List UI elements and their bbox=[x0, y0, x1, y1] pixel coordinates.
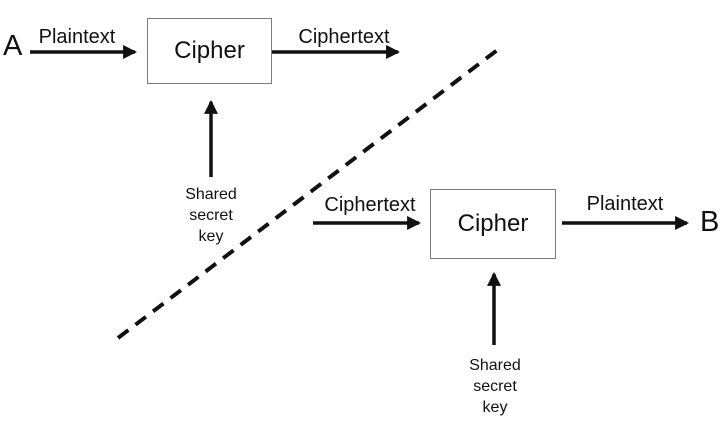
party-a-label: A bbox=[3, 30, 23, 62]
ciphertext-label-decrypt: Ciphertext bbox=[324, 194, 416, 216]
party-b-label: B bbox=[700, 206, 720, 238]
cipher-box-encrypt: Cipher bbox=[147, 18, 272, 84]
cipher-box-decrypt: Cipher bbox=[430, 189, 556, 259]
cipher-box-encrypt-label: Cipher bbox=[174, 37, 245, 64]
cipher-box-decrypt-label: Cipher bbox=[457, 210, 529, 237]
ciphertext-label-encrypt: Ciphertext bbox=[298, 26, 390, 48]
plaintext-label-encrypt: Plaintext bbox=[38, 26, 116, 48]
shared-secret-key-label-decrypt: Shared secret key bbox=[469, 357, 521, 416]
trust-boundary-dashed-line bbox=[116, 46, 502, 340]
plaintext-label-decrypt: Plaintext bbox=[586, 193, 664, 215]
shared-secret-key-label-encrypt: Shared secret key bbox=[185, 186, 237, 245]
